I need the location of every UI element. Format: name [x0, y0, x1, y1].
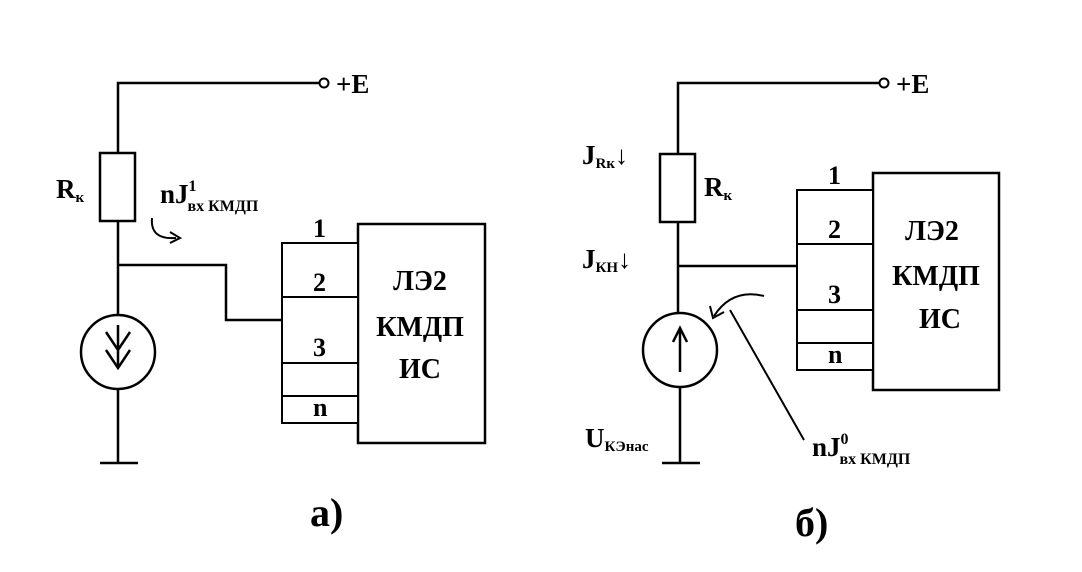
resistor-a — [98, 151, 137, 223]
resistor-label-b: Rк — [704, 172, 733, 204]
supply-wire-a — [116, 81, 320, 180]
pin-label-b-1: 1 — [828, 161, 841, 190]
pin-dividers-a — [282, 296, 358, 397]
ic-pins-block-b — [796, 189, 874, 371]
jr-label-b: JRк↓ — [582, 140, 628, 172]
pin-label-b-2: 2 — [828, 215, 841, 244]
pin-label-b-3: 3 — [828, 280, 841, 309]
pin-dividers-b — [797, 243, 873, 344]
current-arrow-head-b — [709, 305, 725, 320]
caption-a: а) — [310, 490, 343, 535]
jkn-label-b: JКН↓ — [582, 244, 631, 276]
ic-pins-block-a — [281, 242, 359, 424]
leader-line-b — [729, 309, 805, 441]
supply-label-b: +E — [896, 69, 929, 99]
ic-line1-b: ЛЭ2 — [905, 216, 959, 247]
ic-line1-a: ЛЭ2 — [393, 266, 447, 297]
ic-line2-b: КМДП — [892, 261, 980, 292]
caption-b: б) — [795, 500, 828, 545]
ic-block-b — [871, 171, 1001, 392]
arrow-up-icon — [671, 325, 689, 372]
pin-label-a-1: 1 — [313, 214, 326, 243]
pin-label-b-n: n — [828, 340, 843, 369]
supply-label-a: +E — [336, 69, 369, 99]
supply-terminal-b — [878, 77, 890, 89]
current-curve-arrow-a — [150, 217, 177, 240]
current-arrow-head-a — [169, 231, 183, 244]
ic-line3-a: ИС — [399, 354, 441, 385]
u-label-b: UКЭнас — [585, 423, 649, 455]
resistor-b — [658, 152, 697, 224]
ic-line2-a: КМДП — [376, 312, 464, 343]
supply-wire-b — [676, 81, 880, 154]
current-curve-arrow-b — [713, 293, 765, 317]
wire-node-to-ic-a — [118, 263, 282, 322]
resistor-label-a: Rк — [56, 174, 85, 206]
supply-terminal-a — [318, 77, 330, 89]
pin-label-a-3: 3 — [313, 333, 326, 362]
double-chevron-icon — [104, 325, 132, 371]
ic-block-a — [356, 222, 487, 445]
pin-label-a-n: n — [313, 393, 328, 422]
pin-label-a-2: 2 — [313, 268, 326, 297]
ic-line3-b: ИС — [919, 304, 961, 335]
